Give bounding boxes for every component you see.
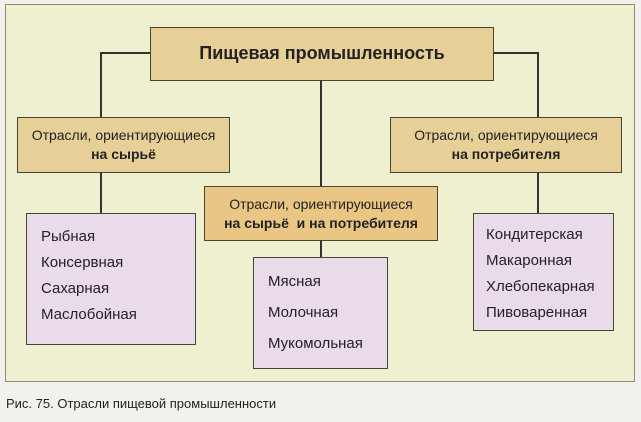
consumer-oriented-box: Отрасли, ориентирующиеся на потребителя bbox=[390, 117, 622, 173]
list-item: Макаронная bbox=[486, 252, 572, 269]
connector bbox=[100, 52, 102, 118]
list-item: Пивоваренная bbox=[486, 304, 588, 321]
list-item: Рыбная bbox=[41, 228, 96, 245]
consumer-line2: на потребителя bbox=[451, 146, 561, 162]
list-item: Сахарная bbox=[41, 280, 110, 297]
both-list: Мясная Молочная Мукомольная bbox=[253, 257, 388, 369]
both-line2: на сырьё и на потребителя bbox=[224, 215, 418, 231]
raw-list: Рыбная Консервная Сахарная Маслобойная bbox=[26, 213, 196, 345]
connector bbox=[100, 52, 151, 54]
list-item: Мукомольная bbox=[268, 335, 363, 352]
raw-line1: Отрасли, ориентирующиеся bbox=[31, 127, 216, 143]
raw-line2: на сырьё bbox=[91, 146, 156, 162]
both-oriented-box: Отрасли, ориентирующиеся на сырьё и на п… bbox=[204, 186, 438, 241]
list-item: Молочная bbox=[268, 304, 339, 321]
root-title: Пищевая промышленность bbox=[199, 43, 445, 63]
consumer-line1: Отрасли, ориентирующиеся bbox=[414, 127, 598, 143]
root-box: Пищевая промышленность bbox=[150, 27, 494, 81]
connector bbox=[537, 52, 539, 118]
figure-caption: Рис. 75. Отрасли пищевой промышленности bbox=[6, 396, 277, 411]
list-item: Хлебопекарная bbox=[486, 278, 595, 295]
connector bbox=[537, 171, 539, 214]
connector bbox=[492, 52, 538, 54]
list-item: Кондитерская bbox=[486, 226, 583, 243]
list-item: Маслобойная bbox=[41, 306, 137, 323]
raw-oriented-box: Отрасли, ориентирующиеся на сырьё bbox=[17, 117, 230, 173]
consumer-list: Кондитерская Макаронная Хлебопекарная Пи… bbox=[473, 213, 614, 331]
connector bbox=[320, 80, 322, 187]
both-line1: Отрасли, ориентирующиеся bbox=[229, 196, 413, 212]
connector bbox=[100, 171, 102, 214]
list-item: Мясная bbox=[268, 273, 321, 290]
connector bbox=[320, 239, 322, 258]
list-item: Консервная bbox=[41, 254, 124, 271]
